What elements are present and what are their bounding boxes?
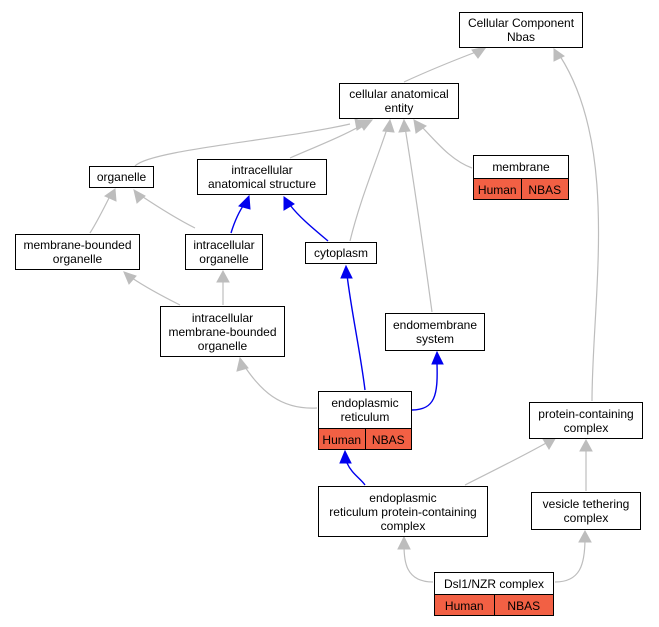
annotation-tags: Human NBAS [319,428,412,449]
edge-arrowhead [339,449,352,464]
node-label: membrane [492,160,550,174]
edge-arrowhead [578,529,592,543]
edge-arrowhead [431,350,444,365]
node-membrane[interactable]: membrane Human NBAS [473,155,569,200]
edge-is-a [554,537,586,583]
edge-arrowhead [413,119,427,134]
tag-gene: NBAS [520,179,569,199]
edge-arrowhead [579,438,593,452]
node-label: intracellular anatomical structure [207,163,317,191]
edge-part-of [289,204,329,242]
node-intracellular-organelle[interactable]: intracellular organelle [185,234,263,270]
edge-is-a [89,195,111,234]
node-intracellular-anatomical-structure[interactable]: intracellular anatomical structure [197,159,327,195]
edge-is-a [403,51,477,83]
node-cellular-component-nbas[interactable]: Cellular Component Nbas [459,12,583,48]
node-label: Dsl1/NZR complex [443,576,545,591]
edge-is-a [559,55,600,402]
node-intracellular-membrane-bounded-organelle[interactable]: intracellular membrane-bounded organelle [160,306,285,357]
node-label: vesicle tethering complex [542,497,630,525]
edge-arrowhead [471,46,488,59]
tag-gene: NBAS [493,595,554,615]
edge-arrowhead [553,48,565,62]
edge-is-a [134,123,351,167]
edge-arrowhead [382,118,395,133]
tag-gene: NBAS [364,429,412,449]
edge-is-a [242,363,318,409]
node-label: Cellular Component Nbas [467,16,575,44]
annotation-tags: Human NBAS [435,594,554,615]
node-organelle[interactable]: organelle [89,166,154,188]
edge-is-a [403,544,434,583]
node-er-protein-containing-complex[interactable]: endoplasmic reticulum protein-containing… [318,486,488,537]
tag-organism: Human [322,432,362,447]
node-protein-containing-complex[interactable]: protein-containing complex [529,402,643,439]
node-endoplasmic-reticulum[interactable]: endoplasmic reticulum Human NBAS [318,391,412,450]
edge-arrowhead [236,356,249,372]
node-label: cellular anatomical entity [349,87,449,115]
node-label: membrane-bounded organelle [23,238,132,266]
edge-arrowhead [216,269,230,283]
edge-arrowhead [398,118,411,133]
annotation-tags: Human NBAS [474,178,569,199]
tag-organism: Human [444,598,484,613]
edge-arrowhead [103,188,117,202]
edge-arrowhead [123,271,137,285]
node-label: endoplasmic reticulum [331,396,399,424]
edge-part-of [346,274,366,391]
edge-arrowhead [238,194,251,210]
edge-is-a [139,194,196,229]
edge-arrowhead [340,264,353,279]
node-label: intracellular organelle [193,238,255,266]
edge-arrowhead [133,189,146,204]
node-membrane-bounded-organelle[interactable]: membrane-bounded organelle [15,234,140,270]
edge-is-a [404,126,433,313]
node-vesicle-tethering-complex[interactable]: vesicle tethering complex [531,492,641,530]
node-label: intracellular membrane-bounded organelle [168,310,277,353]
node-label: protein-containing complex [538,406,634,435]
node-label: endoplasmic reticulum protein-containing… [329,490,477,533]
node-cytoplasm[interactable]: cytoplasm [305,242,377,264]
edge-arrowhead [283,196,295,211]
edge-is-a [419,124,473,169]
tag-organism: Human [477,182,517,197]
node-label: cytoplasm [313,246,369,260]
edge-is-a [131,277,181,306]
edge-arrowhead [357,119,374,131]
node-cellular-anatomical-entity[interactable]: cellular anatomical entity [339,83,459,119]
edge-part-of [411,363,438,411]
node-label: endomembrane system [392,318,478,346]
edge-arrowhead [397,535,411,550]
edge-is-a [289,124,363,159]
node-dsl1-nzr-complex[interactable]: Dsl1/NZR complex Human NBAS [434,572,554,616]
edge-is-a [464,441,549,486]
node-label: organelle [96,170,147,184]
edge-is-a [349,125,389,242]
edge-part-of [346,462,366,486]
node-endomembrane-system[interactable]: endomembrane system [385,313,485,351]
